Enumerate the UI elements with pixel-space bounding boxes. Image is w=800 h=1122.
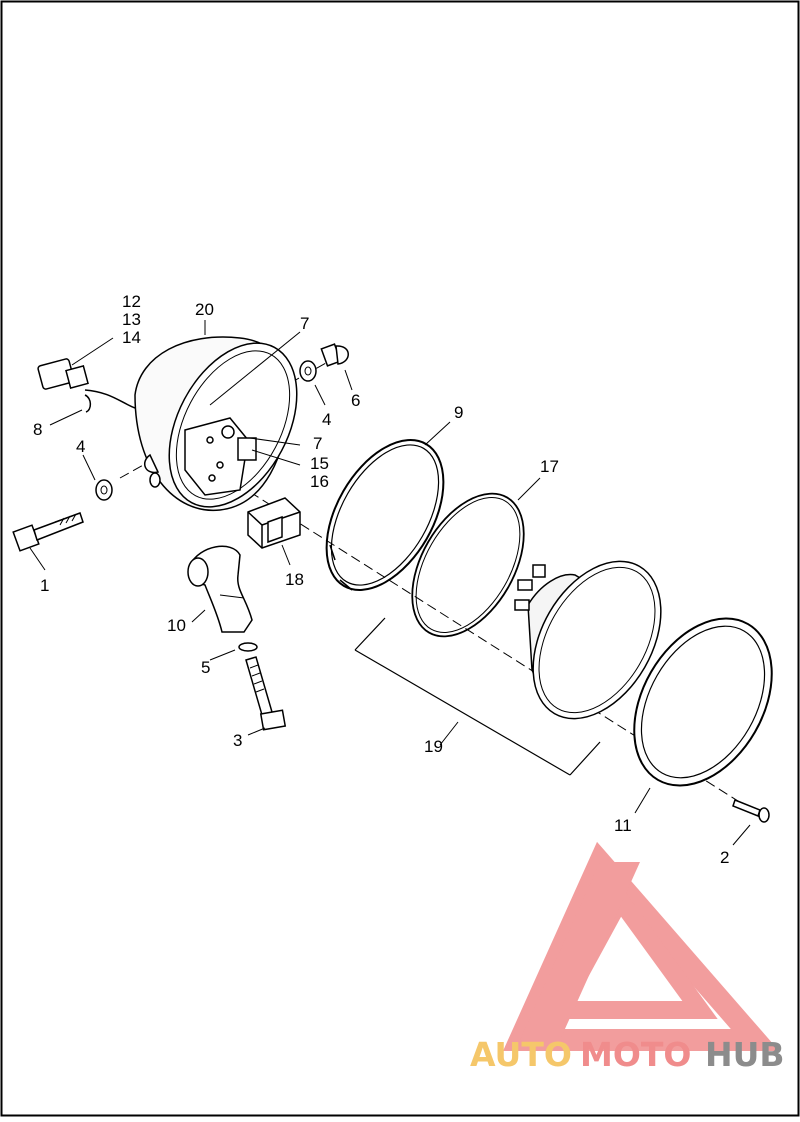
callout-6: 6 <box>351 391 360 410</box>
callout-17: 17 <box>540 457 559 476</box>
callout-8: 8 <box>33 420 42 439</box>
callout-14: 14 <box>122 328 141 347</box>
callout-20: 20 <box>195 300 214 319</box>
headlamp-housing <box>134 336 298 512</box>
bracket-10 <box>187 545 253 633</box>
callout-7-mid: 7 <box>313 434 322 453</box>
callout-4-left: 4 <box>76 437 85 456</box>
callout-4-right: 4 <box>322 410 331 429</box>
callout-7-top: 7 <box>300 314 309 333</box>
bolt-1 <box>12 512 84 552</box>
callout-12: 12 <box>122 292 141 311</box>
wiring-connector <box>37 358 136 413</box>
led-lamp-19 <box>514 560 662 720</box>
watermark-logo <box>502 841 780 1051</box>
callout-11: 11 <box>614 816 632 835</box>
watermark-auto: AUTO <box>470 1035 572 1074</box>
bolt-3 <box>245 656 287 731</box>
callout-9: 9 <box>454 403 463 422</box>
callout-13: 13 <box>122 310 141 329</box>
rubber-block-18 <box>247 497 301 549</box>
callout-1: 1 <box>40 576 49 595</box>
acorn-nut-6 <box>320 343 349 367</box>
callout-16: 16 <box>310 472 329 491</box>
callout-3: 3 <box>233 731 242 750</box>
watermark-moto: MOTO <box>580 1035 691 1074</box>
trim-ring-11 <box>633 617 773 787</box>
callout-5: 5 <box>201 658 210 677</box>
watermark-hub: HUB <box>705 1035 785 1074</box>
callout-2: 2 <box>720 848 729 867</box>
callout-18: 18 <box>285 570 304 589</box>
callout-labels: 1 2 3 4 4 5 6 7 7 8 9 10 11 12 13 14 15 … <box>33 292 729 867</box>
callout-10: 10 <box>167 616 186 635</box>
washer-4-left-hole <box>100 485 108 495</box>
gasket-17 <box>411 492 525 638</box>
callout-19: 19 <box>424 737 443 756</box>
logo-stroke <box>520 862 640 1040</box>
screw-2 <box>732 799 770 823</box>
watermark-text: AUTO MOTO HUB <box>470 1035 785 1074</box>
leader-lines <box>29 320 751 846</box>
washer-4-right-hole <box>304 366 312 376</box>
callout-15: 15 <box>310 454 329 473</box>
lockwasher-5 <box>238 642 258 652</box>
group-19-bracket <box>354 617 601 776</box>
